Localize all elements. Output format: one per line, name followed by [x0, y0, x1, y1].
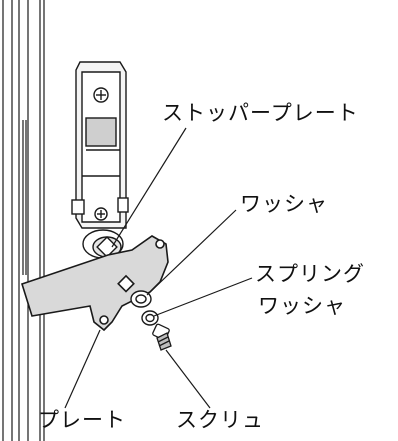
leader-washer [146, 209, 237, 296]
label-spring-washer-line1: スプリング [255, 262, 365, 286]
leader-plate [64, 329, 101, 409]
label-plate: プレート [38, 408, 126, 432]
leader-screw [165, 349, 211, 409]
leader-lines [64, 127, 253, 409]
label-screw: スクリュ [176, 408, 264, 432]
label-spring-washer-line2: ワッシャ [258, 294, 346, 318]
washer [130, 290, 152, 308]
leader-stopper-plate [111, 127, 187, 248]
screw [152, 323, 172, 351]
spring-washer [141, 310, 159, 326]
stopper-bracket [71, 61, 129, 229]
door-frame [2, 0, 45, 441]
leader-spring-washer [153, 277, 253, 317]
label-washer: ワッシャ [240, 192, 328, 216]
label-stopper-plate: ストッパープレート [162, 101, 359, 125]
